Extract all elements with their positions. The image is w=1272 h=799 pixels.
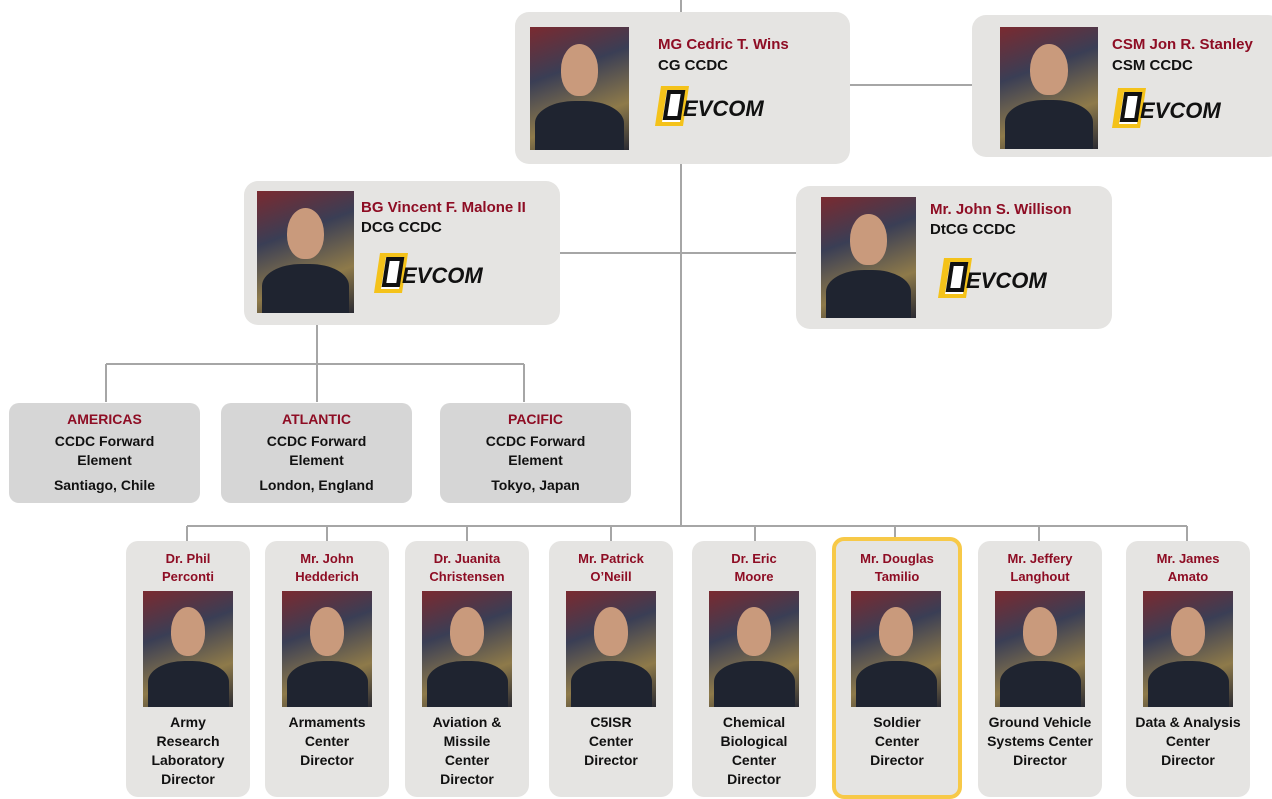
- director-photo: [143, 591, 233, 707]
- cg-card: MG Cedric T. Wins CG CCDC EVCOM: [515, 12, 850, 164]
- forward-line1: CCDC Forward: [54, 433, 155, 449]
- center-line1: C5ISR: [590, 714, 632, 730]
- csm-title: CSM CCDC: [1112, 57, 1193, 74]
- director-role: Director: [584, 752, 638, 768]
- center-line2: Biological: [720, 733, 788, 749]
- forward-region: AMERICAS: [67, 411, 142, 427]
- director-role: Director: [727, 771, 781, 787]
- director-name-line2: Langhout: [1010, 569, 1070, 584]
- director-photo: [282, 591, 372, 707]
- cg-name: MG Cedric T. Wins: [658, 36, 789, 53]
- director-name-line2: O’Neill: [590, 569, 632, 584]
- director-name-line2: Perconti: [161, 569, 214, 584]
- forward-element-atlantic: ATLANTIC CCDC Forward Element London, En…: [221, 403, 412, 503]
- director-role: Director: [1013, 752, 1067, 768]
- csm-name: CSM Jon R. Stanley: [1112, 36, 1253, 53]
- director-name-line1: Mr. Jeffery: [1007, 551, 1073, 566]
- svg-text:EVCOM: EVCOM: [966, 268, 1047, 293]
- director-name-line1: Dr. Eric: [731, 551, 777, 566]
- director-photo: [1143, 591, 1233, 707]
- director-name-line2: Moore: [734, 569, 774, 584]
- csm-photo: [1000, 27, 1098, 149]
- director-name-line1: Dr. Phil: [165, 551, 211, 566]
- center-line1: Data & Analysis: [1135, 714, 1241, 730]
- forward-region: ATLANTIC: [282, 411, 351, 427]
- director-role: Director: [300, 752, 354, 768]
- forward-line1: CCDC Forward: [266, 433, 367, 449]
- dtcg-title: DtCG CCDC: [930, 221, 1016, 238]
- director-name-line1: Mr. Douglas: [860, 551, 934, 566]
- director-role: Director: [1161, 752, 1215, 768]
- center-line1: Armaments: [288, 714, 366, 730]
- dcg-photo: [257, 191, 354, 313]
- forward-location: Santiago, Chile: [53, 477, 156, 493]
- director-photo: [709, 591, 799, 707]
- center-line3: Center: [444, 752, 490, 768]
- director-name-line1: Mr. John: [300, 551, 354, 566]
- forward-element-pacific: PACIFIC CCDC Forward Element Tokyo, Japa…: [440, 403, 631, 503]
- director-role: Director: [161, 771, 215, 787]
- director-photo: [566, 591, 656, 707]
- center-line2: Center: [588, 733, 634, 749]
- forward-location: London, England: [259, 477, 374, 493]
- devcom-logo-icon: EVCOM: [655, 86, 764, 126]
- devcom-logo-icon: EVCOM: [938, 258, 1047, 298]
- director-role: Director: [440, 771, 494, 787]
- csm-card: CSM Jon R. Stanley CSM CCDC EVCOM: [972, 15, 1272, 157]
- devcom-logo-icon: EVCOM: [374, 253, 483, 293]
- forward-region: PACIFIC: [508, 411, 563, 427]
- svg-text:EVCOM: EVCOM: [683, 96, 764, 121]
- cg-title: CG CCDC: [658, 57, 728, 74]
- dcg-card: BG Vincent F. Malone II DCG CCDC EVCOM: [244, 181, 560, 325]
- dtcg-name: Mr. John S. Willison: [930, 201, 1072, 218]
- director-role: Director: [870, 752, 924, 768]
- director-name-line2: Tamilio: [874, 569, 920, 584]
- center-line1: Aviation &: [432, 714, 502, 730]
- director-name-line2: Christensen: [429, 569, 505, 584]
- dtcg-card: Mr. John S. Willison DtCG CCDC EVCOM: [796, 186, 1112, 329]
- center-line3: Center: [731, 752, 777, 768]
- forward-line2: Element: [508, 452, 563, 468]
- center-line2: Systems Center: [987, 733, 1093, 749]
- center-line2: Research: [156, 733, 220, 749]
- center-line1: Chemical: [722, 714, 786, 730]
- director-name-line1: Mr. James: [1156, 551, 1220, 566]
- forward-line1: CCDC Forward: [485, 433, 586, 449]
- svg-text:EVCOM: EVCOM: [1140, 98, 1221, 123]
- forward-location: Tokyo, Japan: [491, 477, 580, 493]
- dcg-title: DCG CCDC: [361, 219, 442, 236]
- dcg-name: BG Vincent F. Malone II: [361, 199, 526, 216]
- director-name-line2: Amato: [1167, 569, 1209, 584]
- dtcg-photo: [821, 197, 916, 318]
- forward-element-americas: AMERICAS CCDC Forward Element Santiago, …: [9, 403, 200, 503]
- director-photo: [995, 591, 1085, 707]
- center-line2: Center: [1165, 733, 1211, 749]
- director-name-line1: Mr. Patrick: [578, 551, 644, 566]
- center-line2: Missile: [443, 733, 491, 749]
- center-line1: Soldier: [873, 714, 921, 730]
- director-name-line2: Hedderich: [295, 569, 359, 584]
- director-photo: [422, 591, 512, 707]
- svg-text:EVCOM: EVCOM: [402, 263, 483, 288]
- forward-line2: Element: [77, 452, 132, 468]
- center-line2: Center: [304, 733, 350, 749]
- center-line3: Laboratory: [151, 752, 225, 768]
- center-line1: Army: [170, 714, 206, 730]
- director-photo: [851, 591, 941, 707]
- director-name-line1: Dr. Juanita: [433, 551, 501, 566]
- cg-photo: [530, 27, 629, 150]
- center-line1: Ground Vehicle: [988, 714, 1092, 730]
- devcom-logo-icon: EVCOM: [1112, 88, 1221, 128]
- forward-line2: Element: [289, 452, 344, 468]
- center-line2: Center: [874, 733, 920, 749]
